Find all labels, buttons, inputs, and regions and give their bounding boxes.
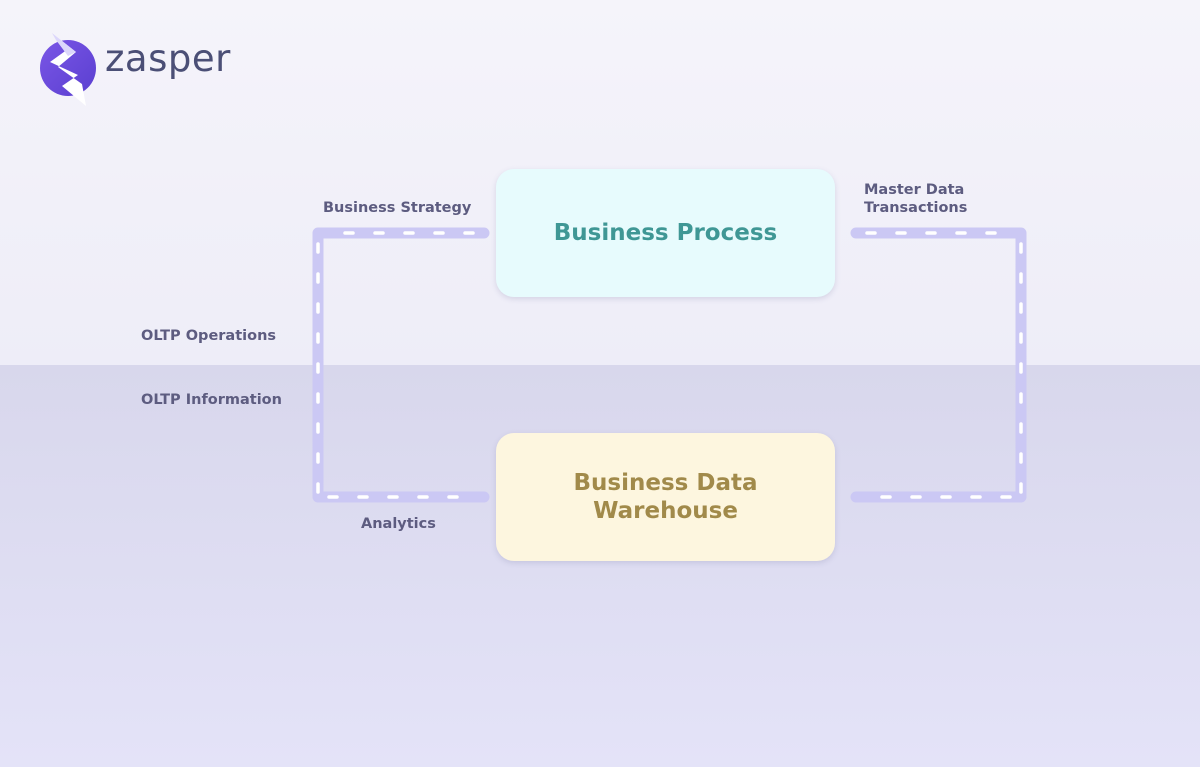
bottom-band: [0, 365, 1200, 767]
data-warehouse-node[interactable]: Business Data Warehouse: [496, 433, 835, 561]
oltp-information-label: OLTP Information: [141, 392, 282, 408]
connector-left: [312, 227, 490, 503]
data-warehouse-label: Business Data Warehouse: [573, 470, 758, 524]
oltp-operations-label: OLTP Operations: [141, 328, 277, 344]
transactions-label: Transactions: [864, 200, 968, 216]
analytics-label: Analytics: [361, 516, 436, 532]
business-process-node[interactable]: Business Process: [496, 169, 835, 297]
master-data-label: Master Data: [864, 182, 965, 198]
connector-right: [850, 227, 1027, 503]
brand-name: zasper: [105, 37, 231, 80]
business-process-label: Business Process: [553, 220, 778, 246]
business-strategy-label: Business Strategy: [323, 200, 472, 216]
connector-right-track: [850, 227, 1027, 503]
connector-left-track: [312, 227, 490, 503]
brand-logo[interactable]: zasper: [38, 30, 231, 110]
lightning-bolt-logo-icon: [40, 33, 96, 106]
